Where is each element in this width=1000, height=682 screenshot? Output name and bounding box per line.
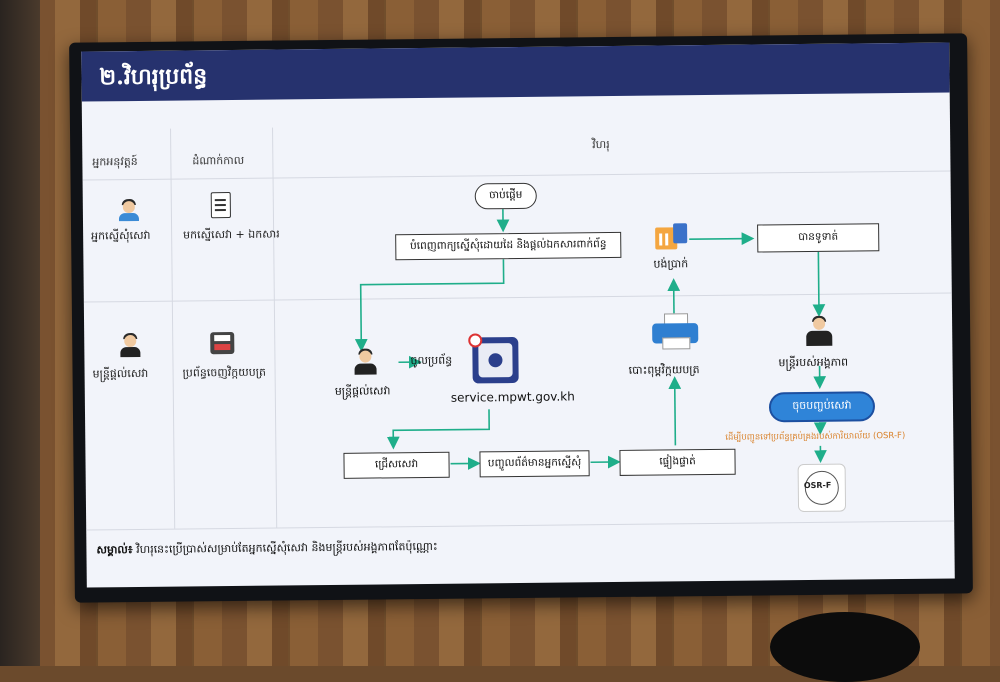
- portal-url: service.mpwt.gov.kh: [450, 389, 575, 405]
- login-label: ចូលប្រព័ន្ធ: [410, 353, 453, 368]
- verify-step: ផ្ទៀងផ្ទាត់: [619, 448, 736, 476]
- bank-icon: [655, 221, 689, 251]
- flow-arrows: [354, 209, 827, 470]
- printer-icon: [652, 313, 699, 350]
- finish-service-button[interactable]: ចុចបញ្ចប់សេវា: [768, 391, 876, 423]
- portal-logo-icon: [468, 333, 519, 384]
- service-officer-icon: [354, 348, 377, 375]
- select-service-step: ជ្រើសសេវា: [343, 451, 450, 479]
- agency-officer-label: មន្ត្រីរបស់អង្គភាព: [778, 355, 849, 370]
- agency-officer-icon: [806, 315, 833, 346]
- fill-form-step: បំពេញពាក្យស្នើសុំដោយដៃ និងផ្តល់ឯកសារពាក់…: [395, 231, 622, 261]
- enter-info-step: បញ្ចូលព័ត៌មានអ្នកស្នើសុំ: [479, 450, 590, 478]
- osr-logo: OSR-F: [797, 463, 847, 513]
- tv-screen: ២.វិហរុប្រព័ន្ធ អ្នកអនុវត្តន៍ ដំណាក់កាល …: [81, 42, 955, 588]
- pay-label: បង់ប្រាក់: [653, 257, 689, 271]
- wall-edge: [0, 0, 40, 666]
- footnote-label: សម្គាល់៖: [96, 543, 133, 557]
- footnote-text: វិហរុនេះប្រើប្រាស់សម្រាប់តែអ្នកស្នើសុំសេ…: [136, 539, 438, 557]
- print-invoice-label: បោះពុម្ពវិក្កយបត្រ: [628, 363, 700, 377]
- foreground-head: [770, 612, 920, 682]
- start-node: ចាប់ផ្តើម: [474, 182, 537, 210]
- service-officer-label: មន្ត្រីផ្តល់សេវា: [334, 384, 391, 398]
- payment-received-step: បានទូទាត់: [757, 223, 880, 253]
- osr-note: ដើម្បីបញ្ជូនទៅប្រព័ន្ធគ្រប់គ្រងរបស់ការិយ…: [725, 430, 906, 443]
